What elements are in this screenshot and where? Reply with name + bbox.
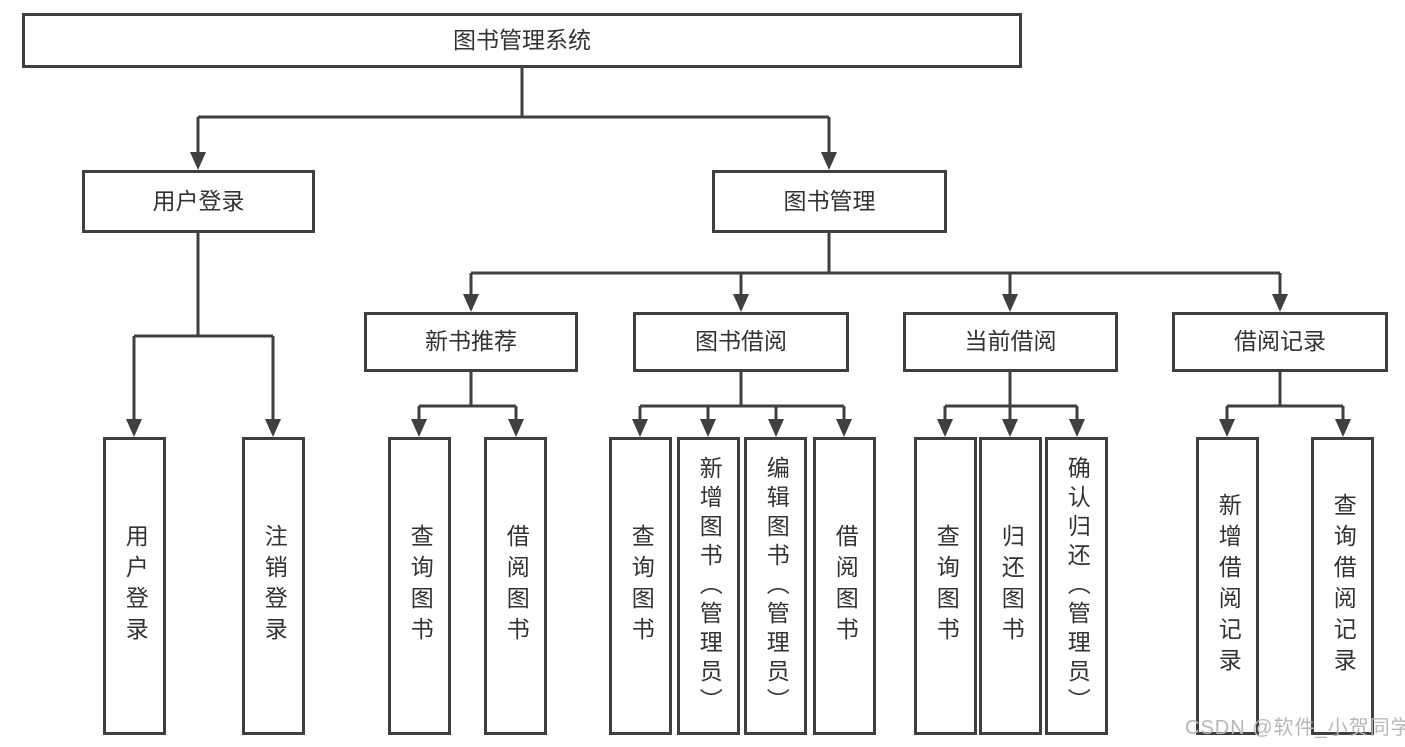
node-borrowing-records: 借阅记录 (1172, 312, 1388, 372)
arrow-icon (508, 419, 524, 437)
leaf-borrow-books-recommend: 借阅图书 (484, 437, 547, 735)
leaf-add-books-admin: 新增图书（管理员） (677, 437, 740, 735)
arrow-icon (1002, 294, 1018, 312)
node-book-borrowing: 图书借阅 (633, 312, 849, 372)
arrow-icon (700, 419, 716, 437)
node-current-borrowing: 当前借阅 (903, 312, 1118, 372)
arrow-icon (190, 152, 206, 170)
arrow-icon (836, 419, 852, 437)
leaf-edit-books-admin: 编辑图书（管理员） (744, 437, 807, 735)
arrow-icon (632, 419, 648, 437)
node-library-system: 图书管理系统 (22, 13, 1022, 68)
leaf-query-borrow-record: 查询借阅记录 (1311, 437, 1374, 735)
leaf-return-books: 归还图书 (979, 437, 1042, 735)
arrow-icon (1002, 419, 1018, 437)
leaf-logout: 注销登录 (242, 437, 305, 735)
arrow-icon (265, 419, 281, 437)
csdn-watermark: CSDN @软件_小贺同学 (1185, 717, 1405, 739)
edge-user-login-children (132, 233, 275, 421)
arrow-icon (937, 419, 953, 437)
arrow-icon (411, 419, 427, 437)
arrow-icon (126, 419, 142, 437)
leaf-confirm-return-admin: 确认归还（管理员） (1045, 437, 1108, 735)
edge-new-book-children (417, 372, 518, 421)
leaf-add-borrow-record: 新增借阅记录 (1196, 437, 1259, 735)
node-user-login: 用户登录 (82, 170, 315, 233)
arrow-icon (1272, 294, 1288, 312)
edge-root-to-level2 (196, 68, 831, 154)
node-new-book-recommend: 新书推荐 (364, 312, 578, 372)
edge-borrow-records-children (1225, 372, 1345, 421)
node-book-management: 图书管理 (712, 170, 947, 233)
leaf-query-books-recommend: 查询图书 (388, 437, 451, 735)
edge-book-mgmt-to-level3 (469, 233, 1282, 296)
arrow-icon (821, 152, 837, 170)
arrow-icon (1069, 419, 1085, 437)
arrow-icon (733, 294, 749, 312)
arrow-icon (463, 294, 479, 312)
edge-current-borrowing-children (943, 372, 1079, 421)
arrow-icon (1219, 419, 1235, 437)
edge-book-borrowing-children (638, 372, 846, 421)
leaf-query-books-borrowing: 查询图书 (609, 437, 672, 735)
leaf-borrow-books-borrowing: 借阅图书 (813, 437, 876, 735)
leaf-query-books-current: 查询图书 (914, 437, 977, 735)
arrow-icon (768, 419, 784, 437)
leaf-user-login: 用户登录 (103, 437, 166, 735)
arrow-icon (1335, 419, 1351, 437)
